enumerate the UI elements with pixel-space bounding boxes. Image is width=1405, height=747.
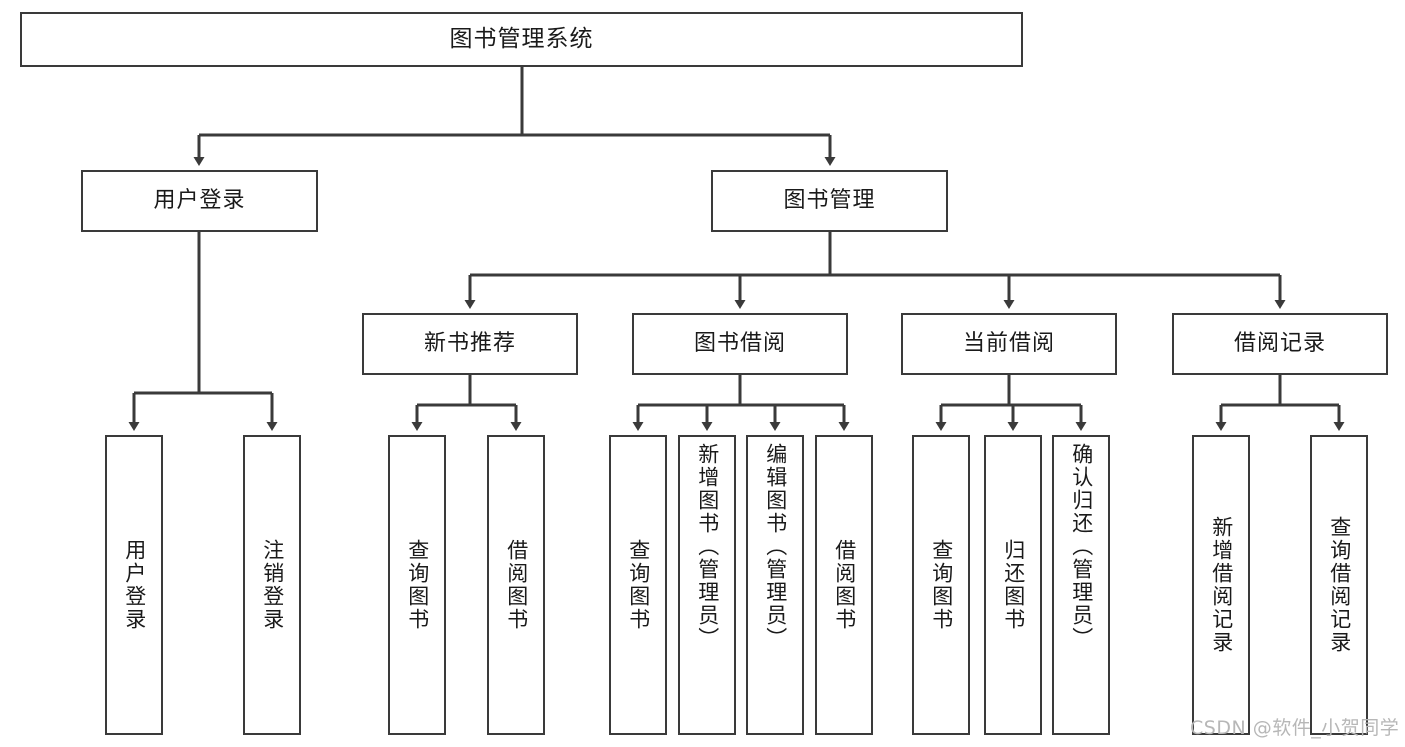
node-root-system[interactable]: 图书管理系统	[20, 12, 1023, 67]
node-book-manage[interactable]: 图书管理	[711, 170, 948, 232]
node-book-borrow[interactable]: 图书借阅	[632, 313, 848, 375]
leaf-query-book-current-label: 查询图书	[929, 539, 954, 631]
leaf-user-login-label: 用户登录	[122, 539, 147, 631]
node-root-label: 图书管理系统	[449, 25, 594, 52]
leaf-query-book-recommend-label: 查询图书	[405, 539, 430, 631]
leaf-add-borrow-record-label: 新增借阅记录	[1209, 516, 1234, 654]
leaf-edit-book-label: 编辑图书（管理员）	[763, 443, 788, 650]
leaf-query-borrow-record[interactable]: 查询借阅记录	[1310, 435, 1368, 735]
leaf-add-book-label: 新增图书（管理员）	[695, 443, 720, 650]
leaf-borrow-book-recommend-label: 借阅图书	[504, 539, 529, 631]
leaf-borrow-book-label: 借阅图书	[832, 539, 857, 631]
leaf-add-book[interactable]: 新增图书（管理员）	[678, 435, 736, 735]
node-user-login-label: 用户登录	[153, 187, 246, 213]
leaf-confirm-return-label: 确认归还（管理员）	[1069, 443, 1094, 650]
leaf-query-borrow-record-label: 查询借阅记录	[1327, 516, 1352, 654]
leaf-query-book-recommend[interactable]: 查询图书	[388, 435, 446, 735]
leaf-query-book-borrow-label: 查询图书	[626, 539, 651, 631]
node-user-login[interactable]: 用户登录	[81, 170, 318, 232]
leaf-borrow-book-recommend[interactable]: 借阅图书	[487, 435, 545, 735]
node-borrow-record-label: 借阅记录	[1233, 330, 1326, 356]
node-borrow-record[interactable]: 借阅记录	[1172, 313, 1388, 375]
leaf-return-book-label: 归还图书	[1001, 539, 1026, 631]
node-current-borrow-label: 当前借阅	[962, 330, 1055, 356]
leaf-query-book-borrow[interactable]: 查询图书	[609, 435, 667, 735]
node-new-book-rec[interactable]: 新书推荐	[362, 313, 578, 375]
leaf-user-login[interactable]: 用户登录	[105, 435, 163, 735]
node-book-borrow-label: 图书借阅	[693, 330, 786, 356]
node-current-borrow[interactable]: 当前借阅	[901, 313, 1117, 375]
leaf-return-book[interactable]: 归还图书	[984, 435, 1042, 735]
leaf-user-logout[interactable]: 注销登录	[243, 435, 301, 735]
node-book-manage-label: 图书管理	[783, 187, 876, 213]
leaf-confirm-return[interactable]: 确认归还（管理员）	[1052, 435, 1110, 735]
node-new-book-rec-label: 新书推荐	[423, 330, 516, 356]
leaf-user-logout-label: 注销登录	[260, 539, 285, 631]
leaf-add-borrow-record[interactable]: 新增借阅记录	[1192, 435, 1250, 735]
leaf-query-book-current[interactable]: 查询图书	[912, 435, 970, 735]
leaf-borrow-book[interactable]: 借阅图书	[815, 435, 873, 735]
csdn-watermark: CSDN @软件_小贺同学	[1190, 717, 1400, 739]
leaf-edit-book[interactable]: 编辑图书（管理员）	[746, 435, 804, 735]
